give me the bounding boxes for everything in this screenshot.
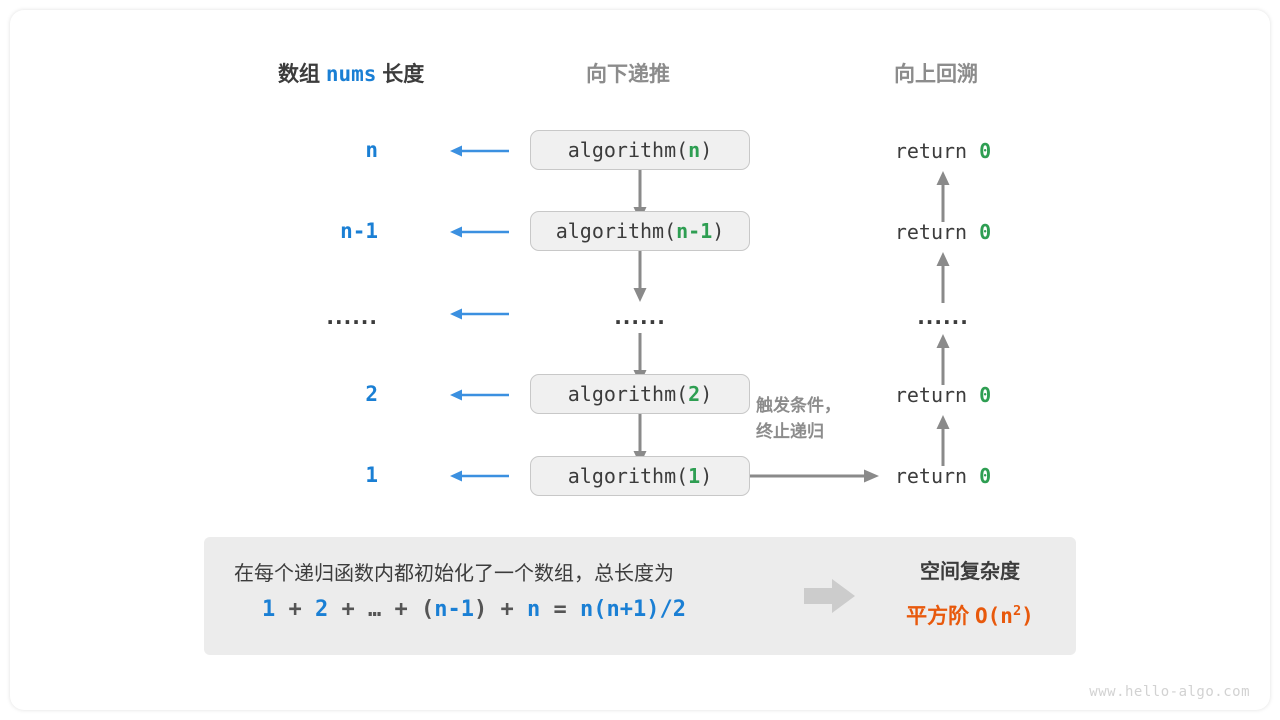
call-arg-row1: n-1 xyxy=(676,219,713,243)
call-label-row3: algorithm( xyxy=(567,382,689,406)
call-label-row1: algorithm( xyxy=(555,219,677,243)
header-array-varname: nums xyxy=(325,62,377,86)
call-paren-row4: ) xyxy=(700,464,713,488)
up-arrow-4-to-3 xyxy=(935,414,951,471)
call-arg-row3: 2 xyxy=(688,382,701,406)
formula-ellipsis: … xyxy=(368,597,382,622)
return-value-row1: 0 xyxy=(979,220,992,244)
complexity-title: 空间复杂度 xyxy=(920,561,1020,583)
watermark: www.hello-algo.com xyxy=(1089,684,1250,700)
call-label-row0: algorithm( xyxy=(567,138,689,162)
formula-paren-close: ) xyxy=(474,597,488,622)
down-arrow-1-to-2 xyxy=(632,251,648,308)
length-label-row3: 2 xyxy=(365,382,378,406)
return-value-row3: 0 xyxy=(979,383,992,407)
call-paren-row3: ) xyxy=(700,382,713,406)
complexity-expr-tail: ) xyxy=(1021,604,1034,628)
up-arrow-3-to-2 xyxy=(935,333,951,390)
return-keyword-row0: return xyxy=(894,139,968,163)
formula-result: n(n+1)/2 xyxy=(580,597,686,622)
complexity-expr: O(n xyxy=(975,604,1013,628)
header-downward: 向下递推 xyxy=(586,63,670,86)
header-array-length: 数组 nums 长度 xyxy=(278,58,424,88)
blue-arrow-row0 xyxy=(448,140,510,167)
summary-formula: 1 + 2 + … + (n-1) + n = n(n+1)/2 xyxy=(262,597,686,622)
length-label-row0: n xyxy=(365,138,378,162)
complexity-value: 平方阶 O(n2) xyxy=(864,600,1076,630)
blue-arrow-row1 xyxy=(448,221,510,248)
up-arrow-2-to-1 xyxy=(935,251,951,308)
return-row1: return 0 xyxy=(843,220,1043,244)
termination-annotation: 触发条件， 终止递归 xyxy=(756,393,841,446)
summary-description: 在每个递归函数内都初始化了一个数组，总长度为 xyxy=(234,563,674,585)
call-arg-row0: n xyxy=(688,138,701,162)
header-array-prefix: 数组 xyxy=(278,63,320,86)
formula-term-1: 1 xyxy=(262,597,276,622)
blue-arrow-row4 xyxy=(448,465,510,492)
call-box-row2: ······ xyxy=(614,310,666,334)
return-value-row4: 0 xyxy=(979,464,992,488)
formula-term-4: n xyxy=(527,597,541,622)
formula-equals: = xyxy=(540,597,580,622)
termination-annotation-line1: 触发条件， xyxy=(756,396,841,415)
return-row4: return 0 xyxy=(843,464,1043,488)
call-arg-row4: 1 xyxy=(688,464,701,488)
length-label-row1: n-1 xyxy=(340,219,378,243)
up-arrow-1-to-0 xyxy=(935,170,951,227)
base-case-arrow xyxy=(750,466,880,491)
complexity-exponent: 2 xyxy=(1012,603,1022,619)
complexity-order-label: 平方阶 xyxy=(906,605,970,628)
return-row0: return 0 xyxy=(843,139,1043,163)
return-keyword-row3: return xyxy=(894,383,968,407)
blue-arrow-row3 xyxy=(448,384,510,411)
formula-term-2: 2 xyxy=(315,597,329,622)
call-paren-row1: ) xyxy=(712,219,725,243)
call-box-row4[interactable]: algorithm(1) xyxy=(530,456,750,496)
call-label-row4: algorithm( xyxy=(567,464,689,488)
formula-op-4: + xyxy=(487,597,527,622)
return-value-row0: 0 xyxy=(979,139,992,163)
summary-arrow-icon xyxy=(804,577,856,620)
length-label-row2: ······ xyxy=(326,310,378,334)
call-box-row1[interactable]: algorithm(n-1) xyxy=(530,211,750,251)
blue-arrow-row2 xyxy=(448,303,510,330)
header-upward: 向上回溯 xyxy=(894,63,978,86)
return-keyword-row1: return xyxy=(894,220,968,244)
summary-box: 在每个递归函数内都初始化了一个数组，总长度为 1 + 2 + … + (n-1)… xyxy=(204,537,1076,655)
return-row2: ······ xyxy=(917,310,969,334)
return-keyword-row4: return xyxy=(894,464,968,488)
call-paren-row0: ) xyxy=(700,138,713,162)
summary-complexity: 空间复杂度 平方阶 O(n2) xyxy=(864,555,1076,630)
formula-op-1: + xyxy=(275,597,315,622)
formula-paren-open: ( xyxy=(421,597,435,622)
header-array-suffix: 长度 xyxy=(382,63,425,86)
formula-op-3: + xyxy=(381,597,421,622)
return-row3: return 0 xyxy=(843,383,1043,407)
termination-annotation-line2: 终止递归 xyxy=(756,422,824,442)
formula-term-3: n-1 xyxy=(434,597,474,622)
formula-op-2: + xyxy=(328,597,368,622)
call-box-row0[interactable]: algorithm(n) xyxy=(530,130,750,170)
length-label-row4: 1 xyxy=(365,463,378,487)
call-box-row3[interactable]: algorithm(2) xyxy=(530,374,750,414)
